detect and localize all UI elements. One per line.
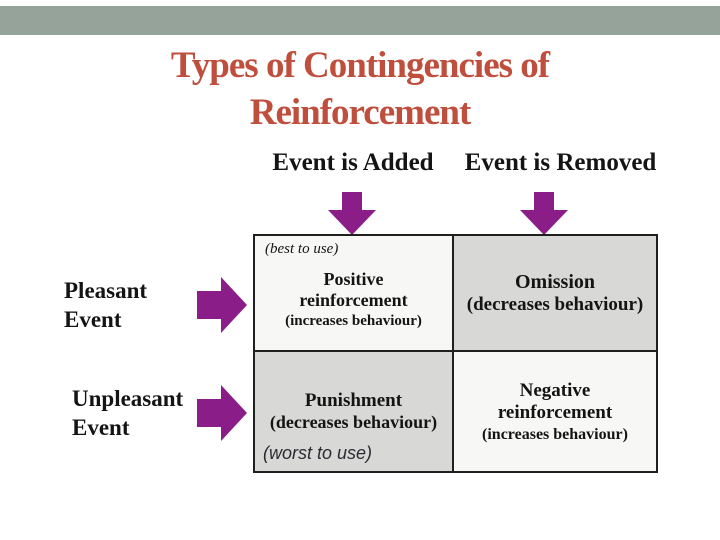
row-header-line1: Unpleasant [72, 386, 184, 411]
right-arrow-head [221, 385, 247, 441]
right-arrow-stem [197, 399, 221, 427]
cell-effect: (increases behaviour) [482, 425, 628, 443]
down-arrow-icon [328, 192, 376, 235]
column-header-event-added: Event is Added [272, 149, 434, 176]
right-arrow-stem [197, 291, 221, 319]
cell-punishment: Punishment (decreases behaviour) (worst … [255, 352, 454, 471]
cell-term-line1: Positive [323, 268, 384, 289]
top-accent-band [0, 6, 720, 35]
down-arrow-stem [534, 192, 554, 210]
cell-effect: (decreases behaviour) [269, 412, 438, 432]
row-header-line2: Event [72, 415, 130, 440]
cell-positive-reinforcement: (best to use) Positive reinforcement (in… [255, 236, 454, 352]
row-header-line1: Pleasant [64, 278, 148, 303]
cell-term: Punishment [305, 390, 402, 412]
cell-omission: Omission (decreases behaviour) [454, 236, 656, 352]
slide-title-line2: Reinforcement [249, 92, 472, 133]
cell-term-line2: reinforcement [299, 289, 408, 310]
cell-term-line1: Omission [514, 270, 596, 293]
slide-title: Types of Contingencies of Reinforcement [0, 42, 720, 136]
right-arrow-head [221, 277, 247, 333]
cell-effect: (increases behaviour) [285, 312, 422, 329]
cell-term-line2: reinforcement [497, 401, 613, 423]
column-header-event-removed: Event is Removed [464, 149, 657, 176]
row-header-line2: Event [64, 307, 122, 332]
row-header-unpleasant-event: Unpleasant Event [72, 384, 183, 442]
cell-negative-reinforcement: Negative reinforcement (increases behavi… [454, 352, 656, 471]
cell-term-line1: Punishment [304, 390, 403, 411]
cell-term: Positive reinforcement [299, 269, 407, 311]
worst-to-use-note: (worst to use) [263, 443, 373, 463]
right-arrow-icon [197, 385, 247, 441]
right-arrow-icon [197, 277, 247, 333]
cell-term: Omission [515, 271, 595, 294]
cell-term: Negative reinforcement [498, 380, 612, 424]
cell-term-line1: Negative [519, 379, 591, 401]
down-arrow-head [520, 210, 568, 235]
down-arrow-icon [520, 192, 568, 235]
row-header-pleasant-event: Pleasant Event [64, 276, 147, 334]
slide-title-line1: Types of Contingencies of [170, 45, 550, 86]
down-arrow-stem [342, 192, 362, 210]
best-to-use-note: (best to use) [265, 241, 339, 257]
contingency-matrix: (best to use) Positive reinforcement (in… [253, 234, 658, 473]
down-arrow-head [328, 210, 376, 235]
cell-effect: (decreases behaviour) [466, 293, 644, 315]
